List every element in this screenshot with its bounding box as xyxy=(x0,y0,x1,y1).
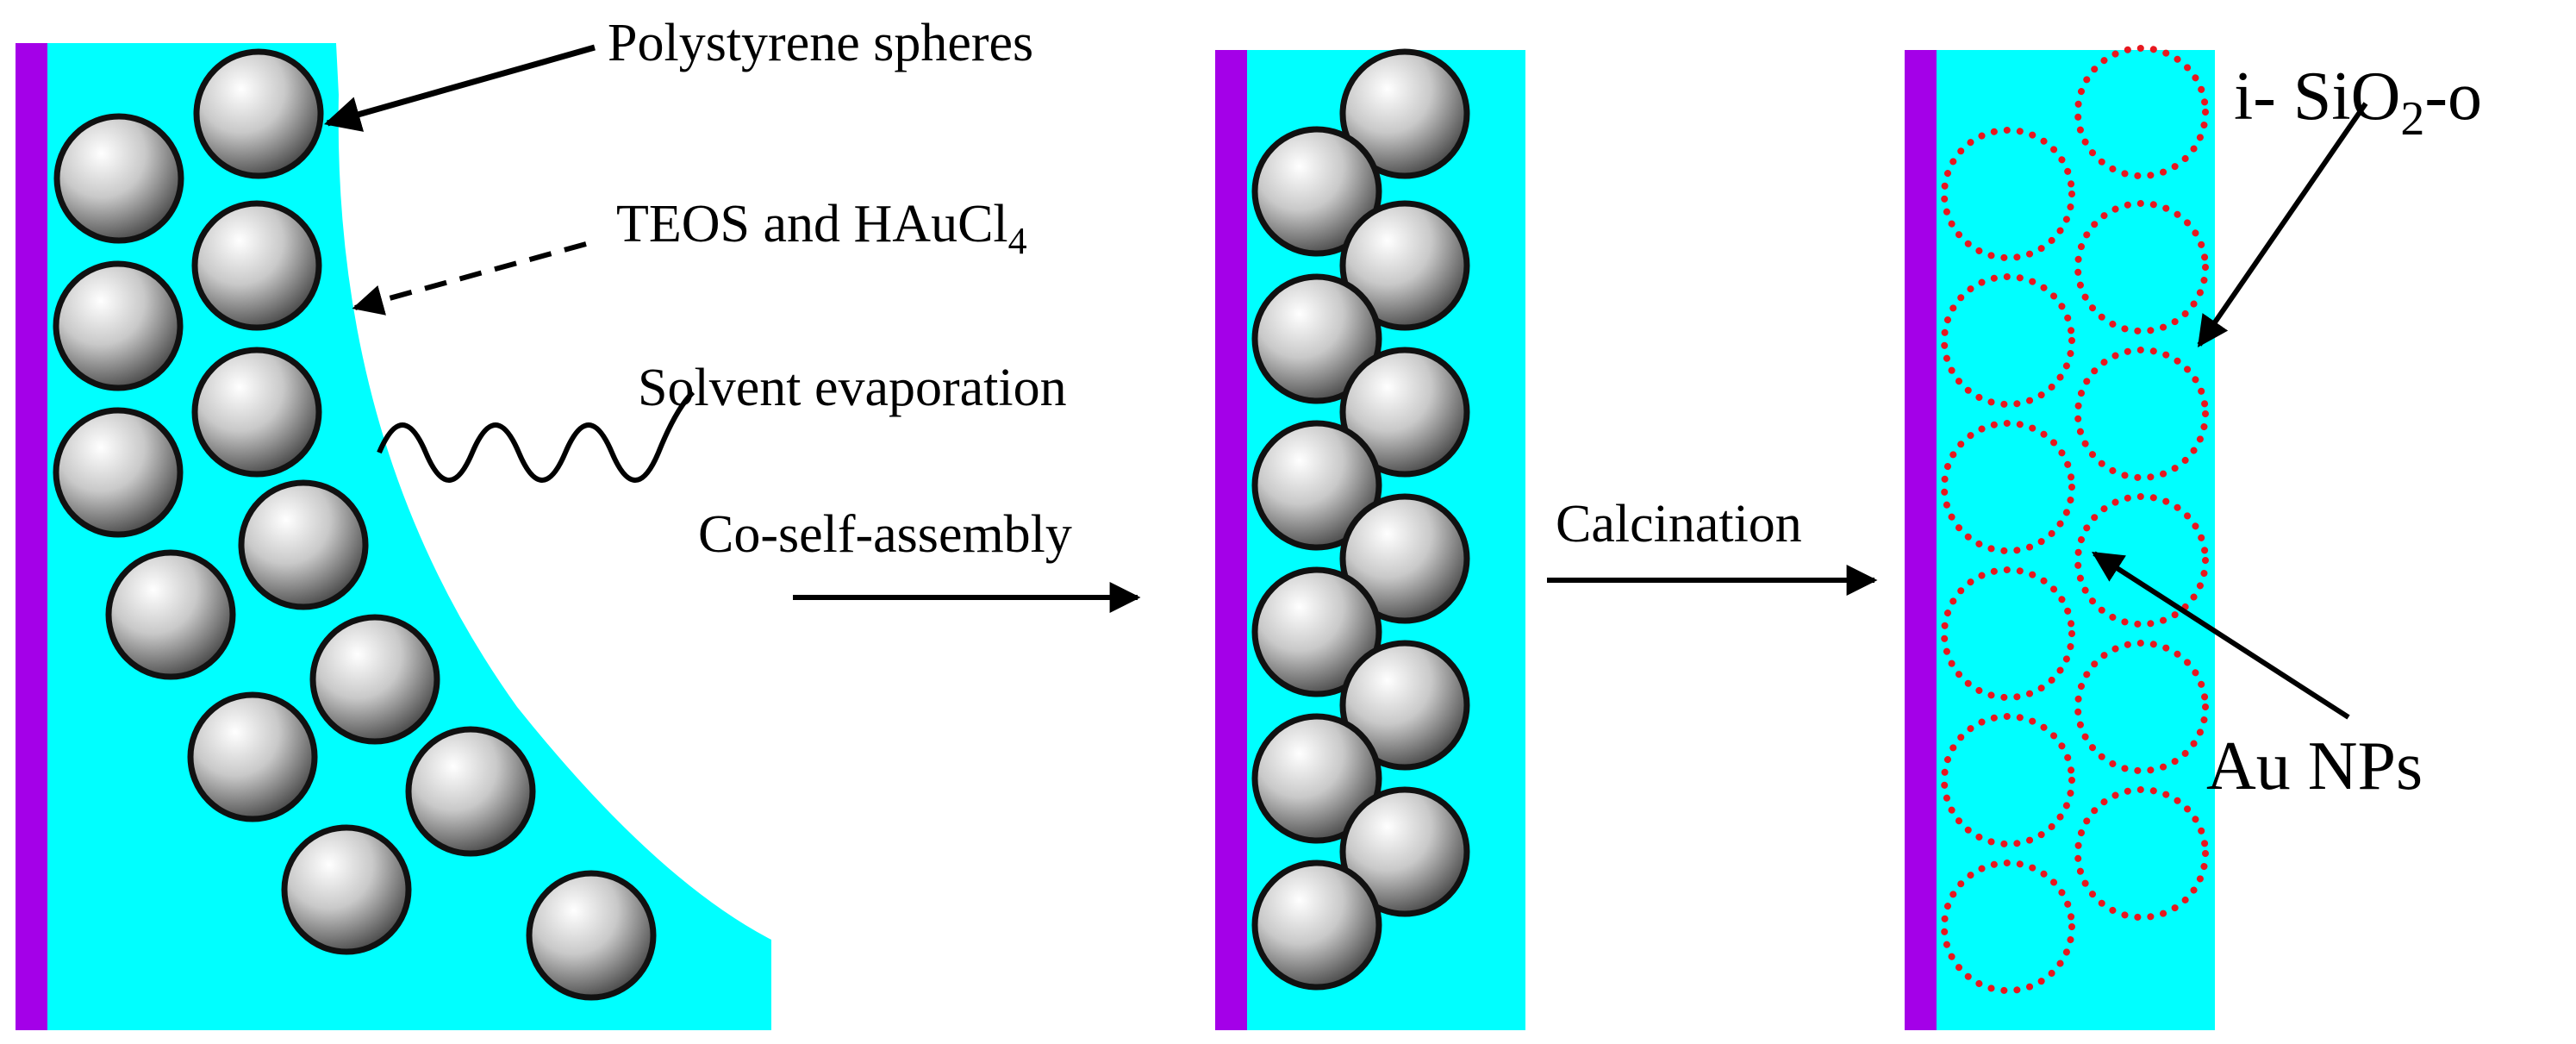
au-decorated-pore xyxy=(2074,45,2209,179)
polystyrene-sphere xyxy=(1339,493,1470,624)
polystyrene-sphere xyxy=(53,407,184,538)
spheres-panel-1 xyxy=(53,48,657,1001)
polystyrene-sphere xyxy=(1251,860,1382,991)
polystyrene-sphere xyxy=(187,691,318,822)
label-co-self-assembly: Co-self-assembly xyxy=(698,505,1072,564)
panel-assembled xyxy=(1215,48,1525,1030)
polystyrene-sphere xyxy=(53,260,184,391)
polystyrene-sphere xyxy=(105,549,236,680)
polystyrene-sphere xyxy=(1339,640,1470,771)
polystyrene-sphere xyxy=(1251,566,1382,697)
substrate-2 xyxy=(1215,50,1247,1030)
au-decorated-pore xyxy=(2074,200,2209,334)
spheres-panel-2 xyxy=(1251,48,1470,991)
polystyrene-sphere xyxy=(1251,273,1382,404)
polystyrene-sphere xyxy=(193,48,324,179)
arrow-au-nps xyxy=(2091,551,2350,720)
au-decorated-pore xyxy=(1941,420,2075,554)
au-decorated-pore xyxy=(2074,786,2209,921)
au-decorated-pore xyxy=(2074,640,2209,774)
au-decorated-pore xyxy=(1941,566,2075,701)
au-decorated-pore xyxy=(2074,347,2209,481)
pores-with-au-nanoparticles xyxy=(1941,45,2209,994)
polystyrene-sphere xyxy=(53,113,184,244)
au-decorated-pore xyxy=(1941,273,2075,408)
polystyrene-sphere xyxy=(1251,713,1382,844)
polystyrene-sphere xyxy=(238,479,369,610)
polystyrene-sphere xyxy=(526,870,657,1001)
label-au-nps: Au NPs xyxy=(2206,728,2423,804)
polystyrene-sphere xyxy=(1339,786,1470,917)
arrow-teos-dashed xyxy=(352,241,587,316)
au-decorated-pore xyxy=(1941,860,2075,994)
au-decorated-pore xyxy=(2074,493,2209,628)
label-solvent-evaporation: Solvent evaporation xyxy=(638,359,1067,417)
polystyrene-sphere xyxy=(1251,420,1382,551)
label-calcination: Calcination xyxy=(1556,495,1802,553)
polystyrene-sphere xyxy=(1339,347,1470,478)
substrate-3 xyxy=(1905,50,1937,1030)
polystyrene-sphere xyxy=(309,614,440,745)
label-teos-hauci4: TEOS and HAuCl4 xyxy=(616,195,1027,262)
polystyrene-sphere xyxy=(1251,126,1382,257)
arrow-inverse-opal xyxy=(2197,102,2368,347)
arrow-polystyrene xyxy=(323,44,596,132)
au-decorated-pore xyxy=(1941,713,2075,847)
polystyrene-sphere xyxy=(191,200,322,331)
polystyrene-sphere xyxy=(1339,48,1470,179)
panel-suspension xyxy=(16,43,771,1030)
silica-matrix xyxy=(1935,50,2215,1030)
au-decorated-pore xyxy=(1941,127,2075,261)
label-inverse-opal: i- SiO2-o xyxy=(2234,59,2482,146)
wavy-evaporation-icon xyxy=(377,390,695,483)
substrate-1 xyxy=(16,43,47,1030)
polystyrene-sphere xyxy=(281,824,412,955)
label-polystyrene: Polystyrene spheres xyxy=(608,14,1033,72)
polystyrene-sphere xyxy=(1339,200,1470,331)
polystyrene-sphere xyxy=(191,347,322,478)
polystyrene-sphere xyxy=(405,726,536,857)
panel-inverse-opal xyxy=(1905,45,2215,1030)
